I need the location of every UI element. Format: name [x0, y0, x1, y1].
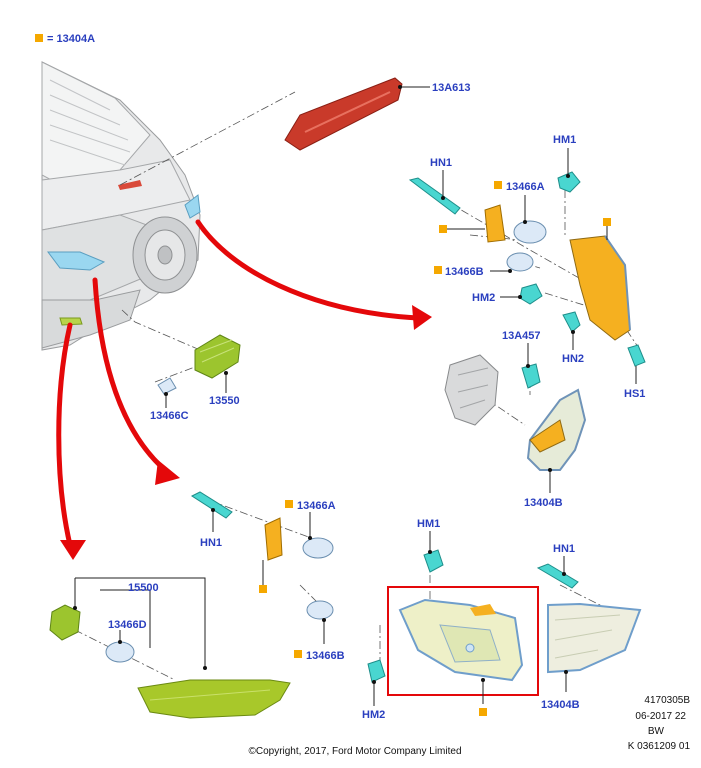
doc-info-code: BW — [648, 726, 665, 737]
callout-13466A-middle: 13466A — [297, 500, 336, 512]
copyright-notice: ©Copyright, 2017, Ford Motor Company Lim… — [248, 746, 461, 757]
middle-lamp-assembly: HN1 13466A 13466B HM1 HM2 — [190, 491, 642, 721]
arrow-to-reflector-assembly — [56, 322, 73, 548]
reflector-assembly: 15500 13466D — [49, 577, 291, 719]
callout-13404B-upper: 13404B — [524, 497, 563, 509]
upper-lamp-assembly: HN1 HM1 13466A 13466B HM2 HN — [408, 134, 646, 509]
callout-hm2-upper: HM2 — [472, 292, 495, 304]
callout-hn2: HN2 — [562, 353, 584, 365]
legend-swatch — [35, 34, 43, 42]
callout-13A613: 13A613 — [432, 82, 471, 94]
callout-15500: 15500 — [128, 582, 159, 594]
callout-13550: 13550 — [209, 395, 240, 407]
highlight-box — [387, 586, 539, 696]
doc-info-date: 06-2017 22 — [635, 711, 686, 722]
callout-13466C: 13466C — [150, 410, 189, 422]
callout-hn1-upper: HN1 — [430, 157, 452, 169]
doc-info-ref: K 0361209 01 — [628, 741, 691, 752]
callout-hn1-right: HN1 — [553, 543, 575, 555]
vehicle-rear-illustration — [41, 61, 201, 351]
arrow-to-upper-lamp-assembly — [195, 219, 421, 321]
high-mount-stop-lamp: 13A613 — [284, 77, 471, 151]
callout-hm1-bottom: HM1 — [417, 518, 440, 530]
red-arrows — [56, 219, 432, 560]
callout-13466B-upper: 13466B — [445, 266, 484, 278]
callout-13466B-middle: 13466B — [306, 650, 345, 662]
doc-info-number: 4170305B — [644, 695, 690, 706]
document-info-block: 4170305B 06-2017 22 BW K 0361209 01 — [628, 695, 691, 752]
legend: = 13404A — [35, 33, 95, 45]
callout-hm2-bottom: HM2 — [362, 709, 385, 721]
callout-hs1: HS1 — [624, 388, 645, 400]
callout-hn1-middle: HN1 — [200, 537, 222, 549]
callout-13466A-upper: 13466A — [506, 181, 545, 193]
callout-hm1-upper: HM1 — [553, 134, 576, 146]
license-lamp-group: 13550 13466C — [150, 334, 241, 422]
callout-13A457: 13A457 — [502, 330, 541, 342]
arrow-to-middle-lamp-assembly — [92, 277, 168, 473]
callout-13466D: 13466D — [108, 619, 147, 631]
callout-13404B-bottom: 13404B — [541, 699, 580, 711]
legend-text: = 13404A — [47, 33, 95, 45]
